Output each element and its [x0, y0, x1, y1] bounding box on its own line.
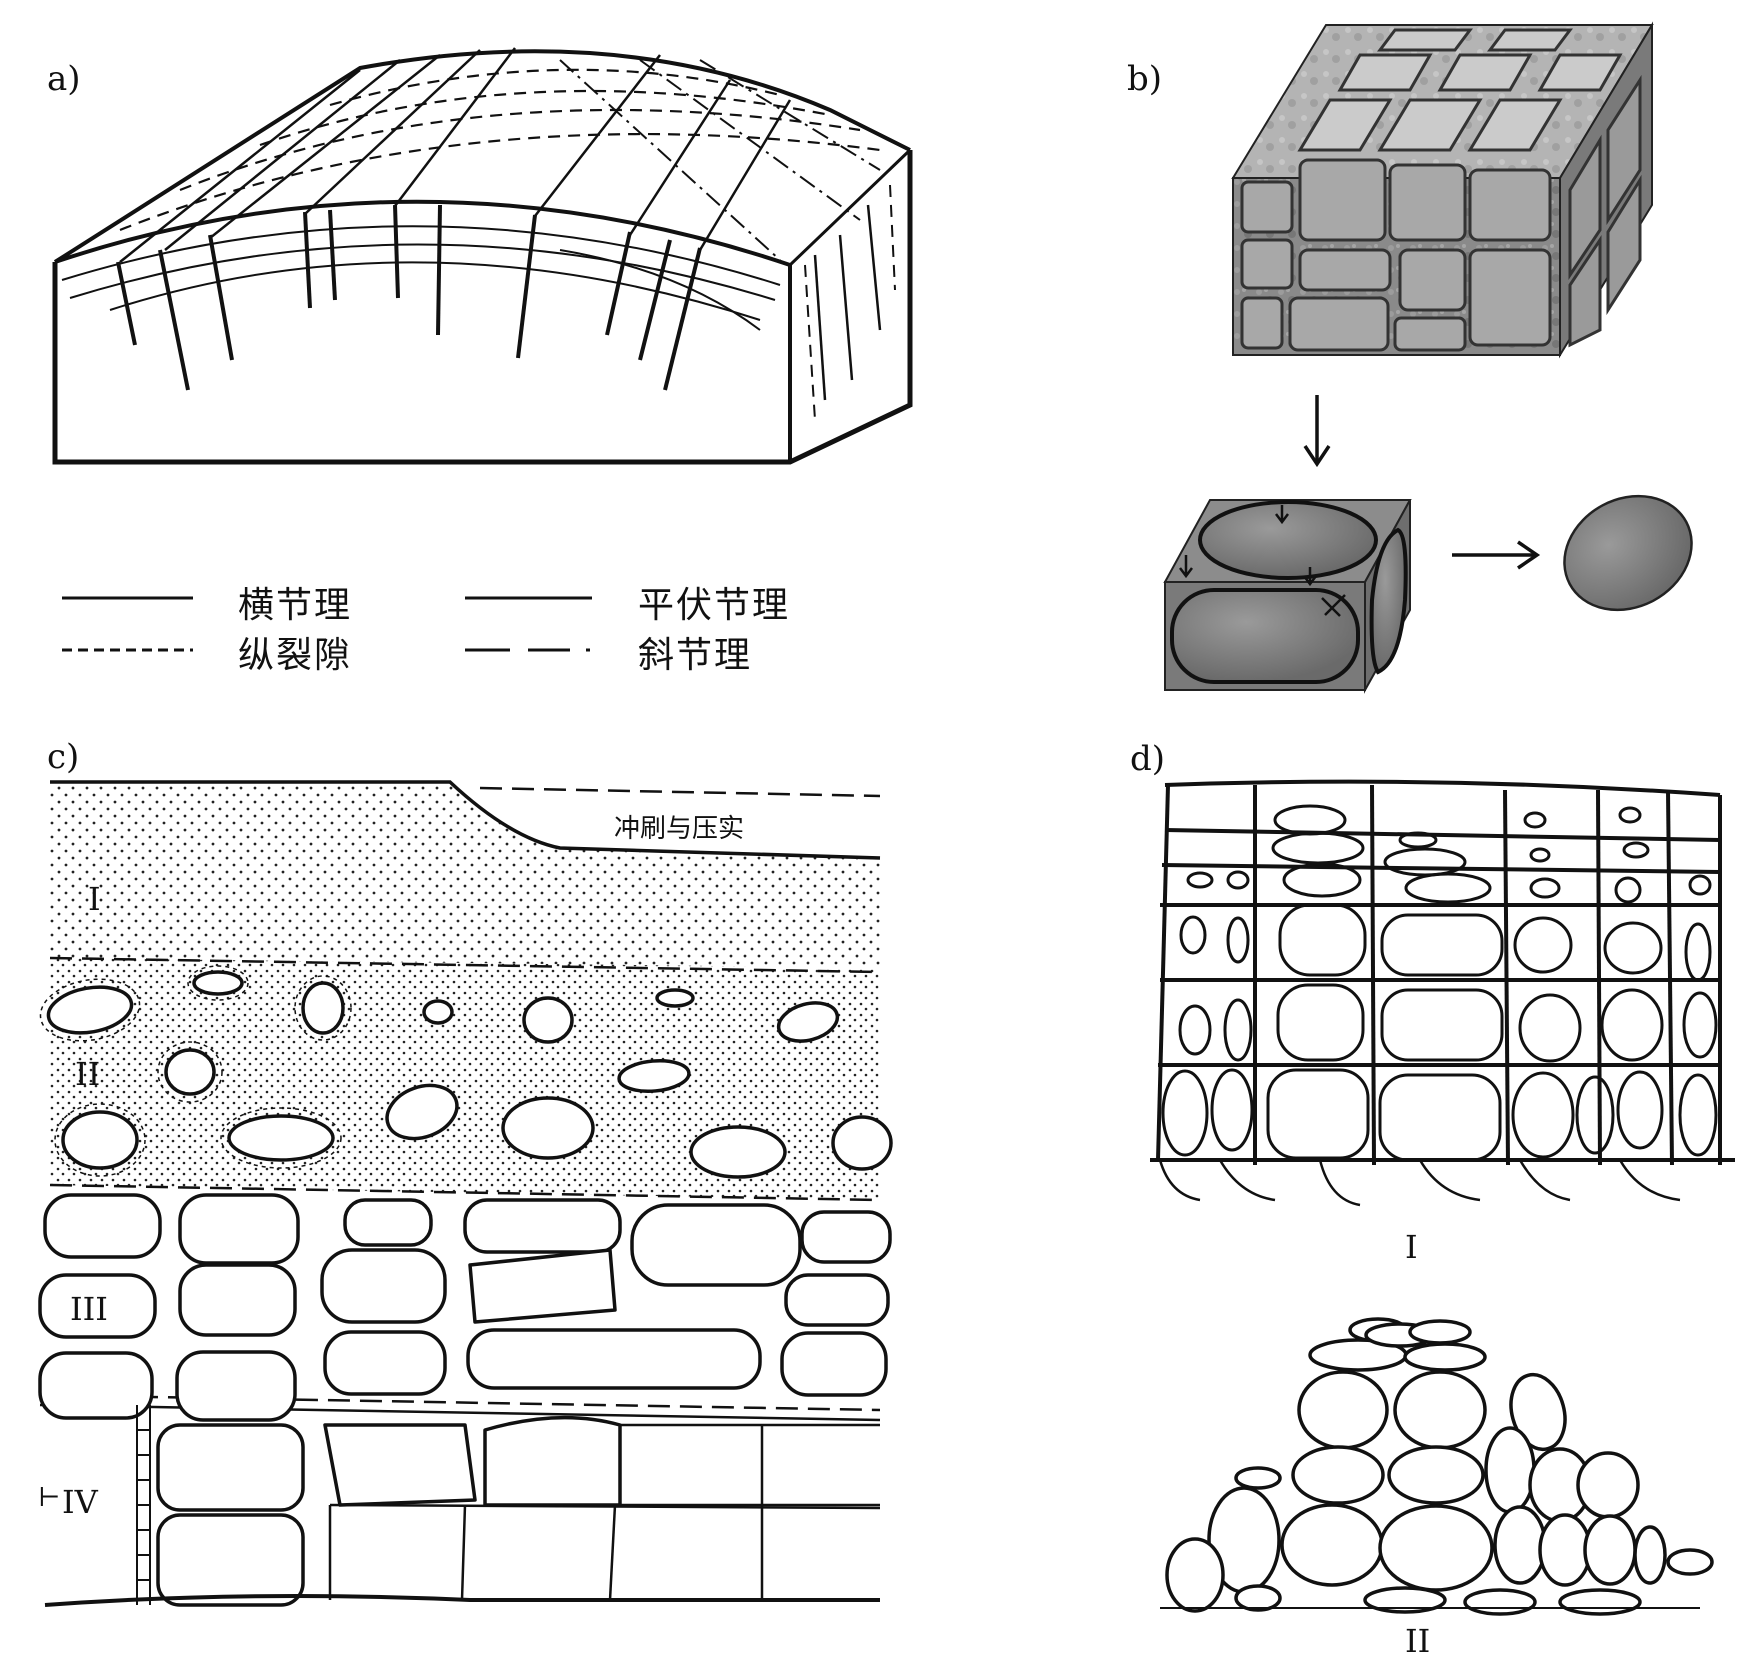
legend-label-transverse-joint: 横节理: [238, 585, 353, 626]
down-arrow-icon: [1303, 395, 1331, 468]
legend-lines: [62, 596, 592, 652]
zone-label-I: I: [88, 880, 101, 918]
weathered-block: [1163, 499, 1412, 694]
profile-caption-II: II: [1405, 1622, 1431, 1660]
profile-caption-I: I: [1405, 1228, 1418, 1266]
side-mark: ⊢: [38, 1483, 61, 1513]
profile-d-I: [1150, 779, 1735, 1207]
profile-d-II: [1160, 1317, 1714, 1616]
erosion-compaction-note: 冲刷与压实: [614, 814, 745, 844]
zone-label-II: II: [75, 1055, 101, 1093]
weathering-profile: [38, 780, 893, 1607]
zone-label-IV: IV: [62, 1483, 98, 1521]
legend-label-sheeting-joint: 平伏节理: [638, 585, 791, 626]
jointed-rock-cube: [1231, 21, 1654, 359]
zone-label-III: III: [70, 1290, 108, 1328]
right-arrow-icon: [1452, 540, 1541, 570]
panel-label-a: a): [47, 59, 81, 99]
panel-label-b: b): [1127, 59, 1163, 99]
rounded-boulder: [1563, 494, 1693, 612]
panel-label-c: c): [47, 737, 80, 777]
panel-label-d: d): [1130, 739, 1166, 779]
legend-label-longitudinal-fissure: 纵裂隙: [238, 635, 353, 676]
legend-label-oblique-joint: 斜节理: [638, 635, 753, 676]
block-diagram-a: [52, 47, 913, 465]
